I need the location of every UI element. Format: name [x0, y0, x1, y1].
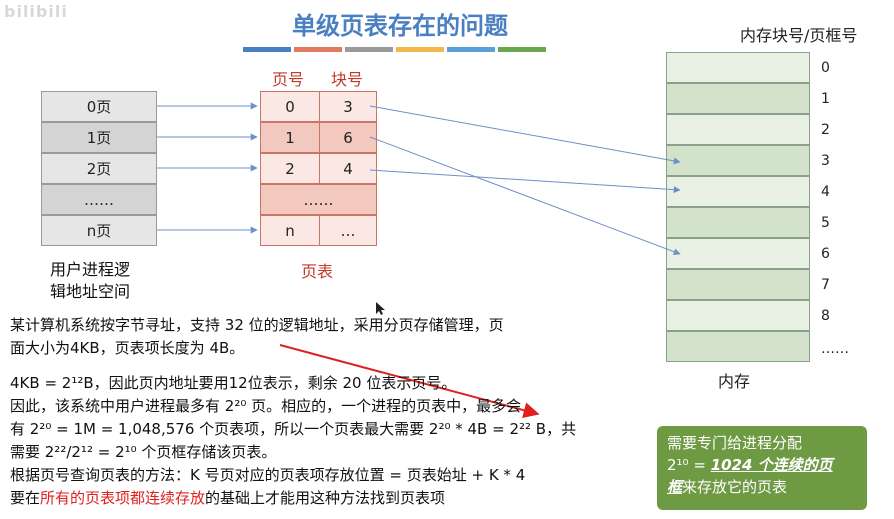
mem-block-8 — [666, 300, 810, 331]
pt-page-0: 0 — [260, 91, 320, 122]
page-number-header: 页号 — [272, 70, 305, 89]
mem-block-7 — [666, 269, 810, 300]
text-p1-line1: 某计算机系统按字节寻址，支持 32 位的逻辑地址，采用分页存储管理，页 — [10, 316, 504, 334]
text-p1-line2: 面大小为4KB，页表项长度为 4B。 — [10, 339, 245, 357]
mouse-cursor-icon — [376, 302, 385, 315]
mem-label-0: 0 — [821, 60, 830, 76]
stripe-1 — [243, 47, 291, 52]
watermark-logo: bilibili — [4, 2, 68, 21]
mem-label-6: 6 — [821, 246, 830, 262]
callout-line3: 框来存放它的页表 — [667, 478, 788, 496]
user-page-2: 2页 — [41, 153, 157, 184]
text-p5-before: 要在 — [10, 489, 41, 507]
user-page-n: n页 — [41, 215, 157, 246]
text-p5-after: 的基础上才能用这种方法找到页表项 — [205, 489, 446, 507]
stripe-3 — [345, 47, 393, 52]
user-page-ellipsis: …… — [41, 184, 157, 215]
text-p4: 根据页号查询页表的方法：K 号页对应的页表项存放位置 = 页表始址 + K * … — [10, 466, 526, 484]
text-p3-line3: 需要 2²²/2¹² = 2¹⁰ 个页框存储该页表。 — [10, 443, 277, 461]
pt-block-n: … — [319, 215, 377, 246]
user-space-label-2: 辑地址空间 — [50, 282, 131, 301]
pt-block-0: 3 — [319, 91, 377, 122]
arrow-pt2-to-mem4 — [369, 169, 681, 194]
arrow-pt0-to-mem3 — [369, 105, 681, 165]
page-title: 单级页表存在的问题 — [292, 12, 508, 40]
user-page-0: 0页 — [41, 91, 157, 122]
memory-caption: 内存 — [718, 372, 751, 391]
annotation-red-arrow — [279, 344, 540, 419]
user-space-label-1: 用户进程逻 — [50, 260, 131, 279]
mem-block-0 — [666, 52, 810, 83]
text-p5-highlight: 所有的页表项都连续存放 — [40, 489, 206, 507]
callout-highlight: 1024 个连续的页 — [710, 456, 833, 474]
pt-block-1: 6 — [319, 122, 377, 153]
mem-block-1 — [666, 83, 810, 114]
mem-label-1: 1 — [821, 91, 830, 107]
mem-block-4 — [666, 176, 810, 207]
stripe-2 — [294, 47, 342, 52]
pt-page-2: 2 — [260, 153, 320, 184]
mem-block-6 — [666, 238, 810, 269]
mem-label-ellipsis: …… — [821, 341, 849, 357]
arrow-pt1-to-mem6 — [369, 136, 681, 256]
pt-page-1: 1 — [260, 122, 320, 153]
mem-label-3: 3 — [821, 153, 830, 169]
callout-line1: 需要专门给进程分配 — [667, 434, 803, 452]
stripe-5 — [447, 47, 495, 52]
text-p2: 4KB = 2¹²B，因此页内地址要用12位表示，剩余 20 位表示页号。 — [10, 374, 457, 392]
mem-block-2 — [666, 114, 810, 145]
mem-label-4: 4 — [821, 184, 830, 200]
mem-label-5: 5 — [821, 215, 830, 231]
user-page-1: 1页 — [41, 122, 157, 153]
text-p5: 要在所有的页表项都连续存放的基础上才能用这种方法找到页表项 — [10, 487, 445, 508]
stripe-4 — [396, 47, 444, 52]
mem-label-7: 7 — [821, 277, 830, 293]
callout-box: 需要专门给进程分配 2¹⁰ = 1024 个连续的页 框来存放它的页表 — [657, 426, 867, 510]
mem-label-2: 2 — [821, 122, 830, 138]
mem-block-9 — [666, 331, 810, 362]
callout-line2: 2¹⁰ = 1024 个连续的页 — [667, 456, 833, 474]
block-number-header: 块号 — [331, 70, 364, 89]
text-p3-line2: 有 2²⁰ = 1M = 1,048,576 个页表项，所以一个页表最大需要 2… — [10, 420, 577, 438]
mem-label-8: 8 — [821, 308, 830, 324]
pt-page-n: n — [260, 215, 320, 246]
pt-page-ellipsis: …… — [260, 184, 377, 215]
pt-block-2: 4 — [319, 153, 377, 184]
stripe-6 — [498, 47, 546, 52]
memory-header: 内存块号/页框号 — [740, 26, 858, 45]
page-table-label: 页表 — [301, 262, 334, 281]
text-p3-line1: 因此，该系统中用户进程最多有 2²⁰ 页。相应的，一个进程的页表中，最多会 — [10, 397, 522, 415]
mem-block-5 — [666, 207, 810, 238]
mem-block-3 — [666, 145, 810, 176]
